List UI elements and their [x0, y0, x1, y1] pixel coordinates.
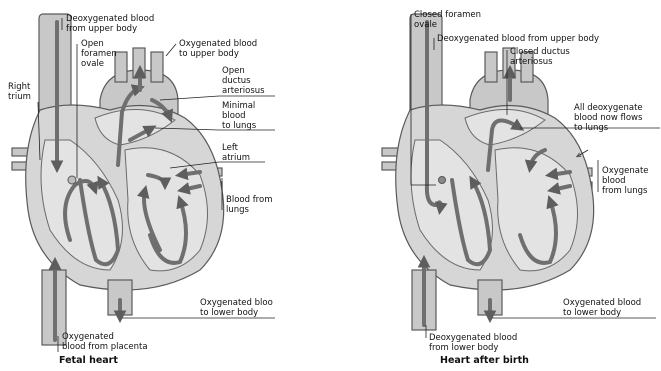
caption-heart-after-birth: Heart after birth	[440, 355, 529, 366]
heart-after-birth: Closed foramen ovale Deoxygenated blood …	[382, 10, 660, 366]
label-open-foramen: Open foramen ovale	[81, 39, 120, 69]
subclavian-artery	[151, 52, 163, 82]
label-closed-ductus: Closed ductus arteriosus	[510, 47, 573, 67]
label-closed-foramen: Closed foramen ovale	[414, 10, 484, 30]
fetal-heart: Deoxygenated blood from upper body Open …	[8, 14, 276, 366]
label-minimal-blood: Minimal blood to lungs	[222, 101, 258, 131]
label-deoxy-lower: Deoxygenated blood from lower body	[429, 333, 520, 353]
label-oxy-lower-after: Oxygenated blood to lower body	[563, 298, 644, 318]
label-oxy-upper: Oxygenated blood to upper body	[179, 39, 260, 59]
label-oxy-placenta: Oxygenated blood from placenta	[62, 332, 148, 352]
label-right-atrium: Right trium	[8, 82, 33, 102]
foramen-ovale-closed	[439, 177, 446, 184]
label-open-ductus: Open ductus arteriosus	[222, 66, 265, 96]
label-oxy-lower: Oxygenated bloo to lower body	[200, 298, 276, 318]
foramen-ovale-open	[68, 176, 76, 184]
label-left-atrium: Left atrium	[222, 143, 250, 163]
brachiocephalic-artery	[485, 52, 497, 82]
label-blood-from-lungs: Blood from lungs	[226, 195, 275, 215]
label-deoxy-upper: Deoxygenated blood from upper body	[66, 14, 157, 34]
label-all-deoxy: All deoxygenate blood now flows to lungs	[574, 103, 645, 133]
caption-fetal-heart: Fetal heart	[59, 355, 118, 366]
label-oxy-from-lungs: Oxygenate blood from lungs	[602, 166, 651, 196]
label-deoxy-upper-after: Deoxygenated blood from upper body	[437, 34, 599, 44]
